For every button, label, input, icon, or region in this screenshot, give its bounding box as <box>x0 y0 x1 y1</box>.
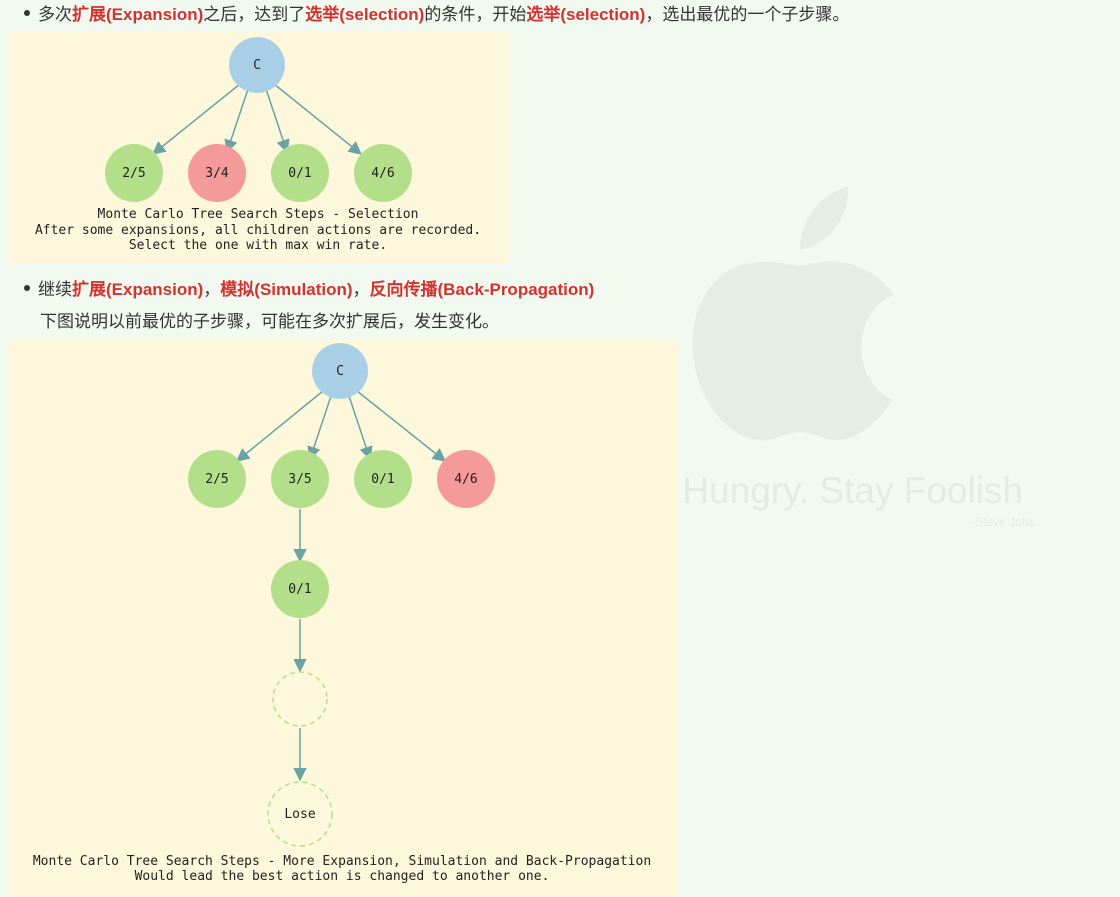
node-label: Lose <box>284 807 315 822</box>
tree-node-child-selected <box>437 450 495 508</box>
edge <box>273 83 363 155</box>
tree-node-root <box>229 37 285 93</box>
node-label: 4/6 <box>454 472 477 487</box>
node-label: C <box>253 58 261 73</box>
node-label: 0/1 <box>371 472 394 487</box>
section2-description: 下图说明以前最优的子步骤，可能在多次扩展后，发生变化。 <box>40 312 499 332</box>
tree-node-result <box>267 781 333 847</box>
diagram-expansion-simulation: C 2/5 3/5 0/1 4/6 0/1 Lose Monte Carlo T… <box>7 339 678 897</box>
node-label: 3/5 <box>288 472 311 487</box>
highlight-back-propagation: 反向传播(Back-Propagation) <box>369 280 595 299</box>
highlight-selection: 选举(selection) <box>305 5 425 24</box>
node-label: 0/1 <box>288 166 311 181</box>
diagram-caption-line: Select the one with max win rate. <box>129 238 387 253</box>
tree-node-child <box>188 450 246 508</box>
diagram-caption-line: Monte Carlo Tree Search Steps - More Exp… <box>33 854 651 869</box>
tree-node-child-selected <box>188 144 246 202</box>
tree-node-child <box>271 450 329 508</box>
edge <box>307 395 332 461</box>
diagram-selection-graph: C 2/5 3/4 0/1 4/6 Monte Carlo Tree Searc… <box>35 37 481 253</box>
edge <box>265 88 290 154</box>
highlight-selection: 选举(selection) <box>526 5 646 24</box>
node-label: 2/5 <box>205 472 228 487</box>
text-segment: ， <box>352 280 370 300</box>
node-label: 0/1 <box>288 582 311 597</box>
edge <box>224 88 249 154</box>
tree-node-child <box>354 144 412 202</box>
highlight-expansion: 扩展(Expansion) <box>72 5 204 24</box>
bullet-dot <box>24 10 30 16</box>
diagram-caption-line: Monte Carlo Tree Search Steps - Selectio… <box>98 207 419 222</box>
text-segment: ， <box>203 280 221 300</box>
bullet-dot <box>24 285 30 291</box>
text-segment: 之后，达到了 <box>203 5 306 25</box>
edge <box>348 395 373 461</box>
apple-logo-icon <box>692 186 894 441</box>
text-segment: 的条件，开始 <box>424 5 527 25</box>
highlight-simulation: 模拟(Simulation) <box>220 280 353 299</box>
diagram-selection: C 2/5 3/4 0/1 4/6 Monte Carlo Tree Searc… <box>7 32 509 264</box>
tree-node-root <box>312 343 368 399</box>
tree-node-expanded <box>271 560 329 618</box>
bullet-expansion-simulation: 继续扩展(Expansion)，模拟(Simulation)，反向传播(Back… <box>24 278 594 302</box>
text-segment: 多次 <box>38 5 72 25</box>
edge <box>235 390 324 462</box>
tree-node-simulation <box>272 671 328 727</box>
text-segment: ，选出最优的一个子步骤。 <box>645 5 850 25</box>
node-label: 2/5 <box>122 166 145 181</box>
diagram-caption-line: Would lead the best action is changed to… <box>135 869 550 884</box>
edge <box>356 390 447 462</box>
highlight-expansion: 扩展(Expansion) <box>72 280 204 299</box>
node-label: 3/4 <box>205 166 229 181</box>
bullet-selection: 多次扩展(Expansion)之后，达到了选举(selection)的条件，开始… <box>24 3 849 27</box>
tree-node-child <box>271 144 329 202</box>
diagram-expansion-graph: C 2/5 3/5 0/1 4/6 0/1 Lose Monte Carlo T… <box>33 343 651 884</box>
tree-node-child <box>354 450 412 508</box>
watermark-attribution: - Steve Jobs <box>968 515 1035 529</box>
edge <box>151 83 241 155</box>
diagram-caption-line: After some expansions, all children acti… <box>35 223 481 238</box>
node-label: C <box>336 364 344 379</box>
text-segment: 继续 <box>38 280 72 300</box>
tree-node-child <box>105 144 163 202</box>
node-label: 4/6 <box>371 166 394 181</box>
